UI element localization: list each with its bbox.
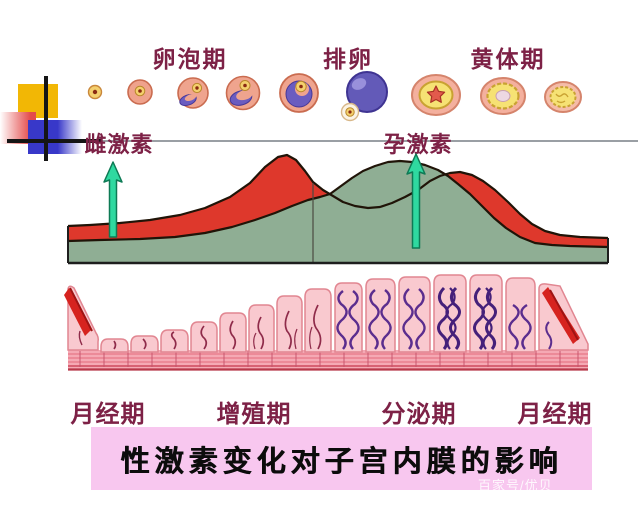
phase-label-follicular: 卵泡期 [152,46,228,72]
antral-follicle-icon [225,75,261,111]
mature-follicle-icon [279,73,319,113]
straight-vessels [78,304,322,350]
phase-label-luteal: 黄体期 [470,46,546,72]
phase-label-menstrual-2: 月经期 [517,401,593,428]
hormone-curves-chart [67,153,609,265]
endometrium-glands [67,274,589,353]
slide-title: 性激素变化对子宫内膜的影响 [120,443,563,478]
title-box: 性激素变化对子宫内膜的影响 [91,427,592,490]
basal-layer [68,350,588,369]
ornament-blue-square [28,120,82,154]
corpus-luteum-icon [480,77,526,115]
progesterone-up-arrow-icon [406,153,426,249]
spiral-vessels [336,286,553,350]
basal-vessel-ticks [79,351,579,367]
estrogen-up-arrow-icon [103,161,123,238]
chart-side-edges [67,226,609,263]
ornament-horizontal-line [7,139,102,143]
phase-label-proliferative: 增殖期 [216,401,292,428]
secondary-follicle-icon [177,77,209,109]
progesterone-curve-line [67,159,609,249]
ovulation-icon [340,71,388,122]
estrogen-label: 雌激素 [84,132,154,157]
baseline-rule [60,140,638,142]
progesterone-area [68,161,608,263]
phase-label-menstrual-1: 月经期 [70,401,146,428]
ovarian-cycle-illustration [87,71,582,122]
phase-label-secretory: 分泌期 [381,401,457,428]
early-corpus-luteum-icon [411,74,461,116]
progesterone-label: 孕激素 [383,132,453,157]
menstrual-shedding-streaks [64,287,580,344]
endometrium-illustration [64,274,589,371]
estrogen-curve-line [67,153,609,240]
ornament-vertical-line [44,76,48,161]
watermark: 百家号/优贝 [478,478,553,493]
phase-label-ovulation: 排卵 [323,46,373,72]
primary-follicle-icon [127,79,153,105]
corpus-albicans-icon [544,81,582,113]
primordial-follicle-icon [87,84,103,100]
